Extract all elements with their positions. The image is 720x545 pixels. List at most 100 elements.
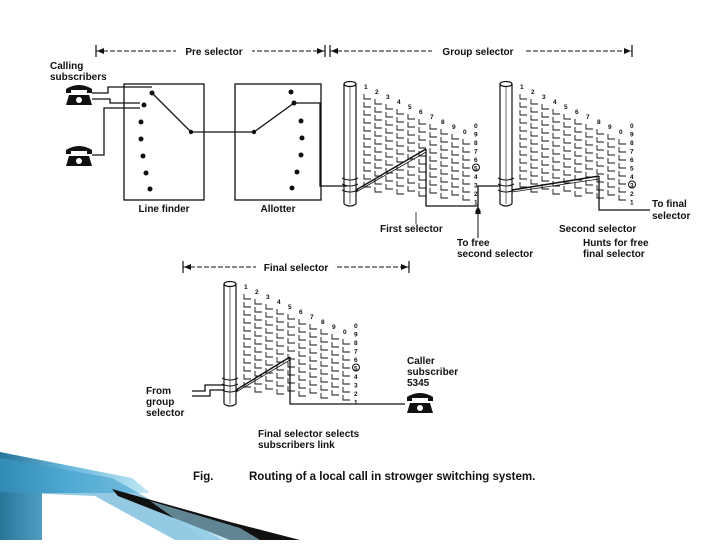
bank-contact xyxy=(451,166,459,172)
bank-contact xyxy=(563,178,571,184)
bank-contact xyxy=(530,115,538,121)
level-number: 5 xyxy=(288,304,292,311)
to-final-label-2: selector xyxy=(652,211,690,222)
bank-contact xyxy=(287,330,295,336)
level-number: 9 xyxy=(452,124,456,131)
bank-contact xyxy=(320,353,328,359)
level-number: 2 xyxy=(255,289,259,296)
bank-contact xyxy=(462,195,470,201)
level-number: 1 xyxy=(520,84,524,91)
bank-contact xyxy=(276,389,284,395)
bank-contact xyxy=(618,195,626,201)
bank-contact xyxy=(374,139,382,145)
pre-selector-span: Pre selector xyxy=(95,44,326,58)
bank-contact xyxy=(331,350,339,356)
bank-contact xyxy=(363,166,371,172)
level-number: 5 xyxy=(408,104,412,111)
bank-contact xyxy=(519,126,527,132)
bank-contact xyxy=(552,149,560,155)
bank-contact xyxy=(451,142,459,148)
bank-contact xyxy=(298,319,306,325)
bank-contact xyxy=(243,374,251,380)
bank-contact xyxy=(298,343,306,349)
level-number: 7 xyxy=(430,114,434,121)
bank-contact xyxy=(519,102,527,108)
contact-number: 0 xyxy=(354,323,358,330)
bank-contact xyxy=(541,128,549,134)
bank-contact xyxy=(298,375,306,381)
bank-contact xyxy=(563,130,571,136)
bank-contact xyxy=(451,190,459,196)
contact-number: 3 xyxy=(474,183,478,190)
bank-contact xyxy=(363,134,371,140)
bank-contact xyxy=(309,340,317,346)
bank-contact xyxy=(320,377,328,383)
bank-contact xyxy=(541,144,549,150)
bank-contact xyxy=(298,335,306,341)
bank-contact xyxy=(276,349,284,355)
bank-contact xyxy=(254,307,262,313)
bank-contact xyxy=(407,138,415,144)
bank-contact xyxy=(276,373,284,379)
bank-contact xyxy=(276,317,284,323)
bank-contact xyxy=(407,114,415,120)
bank-contact xyxy=(563,138,571,144)
bank-contact xyxy=(585,140,593,146)
bank-contact xyxy=(374,179,382,185)
bank-contact xyxy=(429,124,437,130)
bank-contact xyxy=(276,325,284,331)
bank-contact xyxy=(429,188,437,194)
level-number: 8 xyxy=(321,319,325,326)
bank-contact xyxy=(309,324,317,330)
bank-contact xyxy=(519,142,527,148)
hunts-label-1: Hunts for free xyxy=(583,238,649,249)
bank-contact xyxy=(519,174,527,180)
bank-contact xyxy=(552,133,560,139)
bank-contact xyxy=(396,133,404,139)
bank-contact xyxy=(254,387,262,393)
bank-contact xyxy=(429,132,437,138)
bank-contact xyxy=(440,193,448,199)
bank-contact xyxy=(320,329,328,335)
allotter-label: Allotter xyxy=(261,204,296,215)
bank-contact xyxy=(607,166,615,172)
bank-contact xyxy=(309,332,317,338)
bank-contact xyxy=(309,364,317,370)
contact-number: 7 xyxy=(630,149,634,156)
bank-contact xyxy=(440,177,448,183)
level-number: 0 xyxy=(619,129,623,136)
bank-contact xyxy=(342,379,350,385)
level-number: 5 xyxy=(564,104,568,111)
bank-contact xyxy=(541,176,549,182)
bank-contact xyxy=(429,140,437,146)
bank-contact xyxy=(574,127,582,133)
wiper xyxy=(511,175,600,191)
bank-contact xyxy=(429,172,437,178)
from-group-label-2: group xyxy=(146,397,174,408)
contact-number: 0 xyxy=(474,123,478,130)
line-finder-box xyxy=(123,83,205,201)
allotter-box xyxy=(234,83,322,201)
bank-contact xyxy=(418,119,426,125)
contact-number: 7 xyxy=(354,349,358,356)
bank-contact xyxy=(585,164,593,170)
bank-contact xyxy=(440,129,448,135)
bank-contact xyxy=(287,338,295,344)
wiper xyxy=(235,356,291,391)
bank-contact xyxy=(385,120,393,126)
bank-contact xyxy=(385,112,393,118)
bank-contact xyxy=(265,312,273,318)
subscriber-wires xyxy=(92,86,152,156)
bank-contact xyxy=(585,132,593,138)
level-number: 3 xyxy=(386,94,390,101)
bank-contact xyxy=(385,136,393,142)
bank-contact xyxy=(563,162,571,168)
bank-contact xyxy=(440,145,448,151)
bank-contact xyxy=(243,350,251,356)
bank-contact xyxy=(331,374,339,380)
level-number: 9 xyxy=(332,324,336,331)
calling-label-2: subscribers xyxy=(50,72,107,83)
bank-contact xyxy=(418,183,426,189)
bank-contact xyxy=(254,315,262,321)
